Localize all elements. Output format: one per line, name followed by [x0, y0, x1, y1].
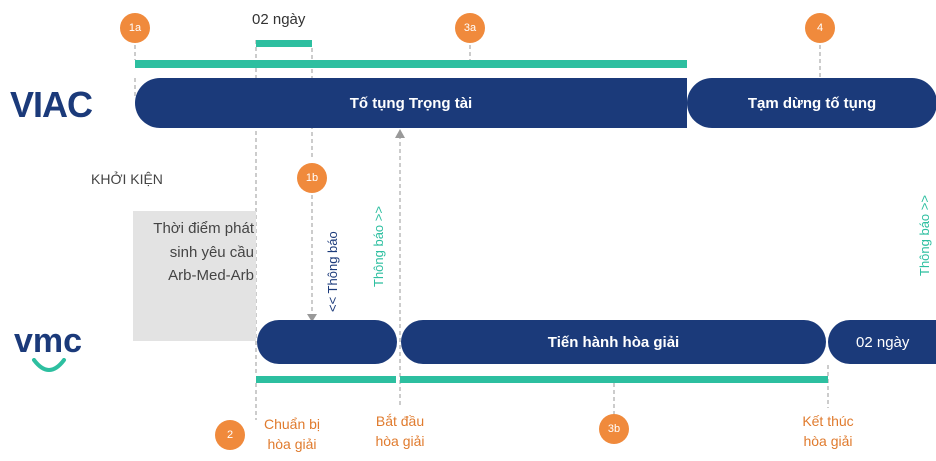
badge-1a: 1a: [120, 13, 150, 43]
vmc-smile-icon: [32, 358, 66, 372]
vmc-mediation-bar: Tiến hành hòa giải: [401, 320, 826, 364]
top-days-label: 02 ngày: [252, 11, 306, 28]
request-time-box: [133, 211, 256, 341]
viac-timeline-bar: [135, 60, 687, 68]
caption-end: Kết thúc hòa giải: [786, 411, 870, 451]
prepare-timeline-bar: [256, 376, 396, 383]
caption-end-line2: hòa giải: [803, 433, 853, 449]
caption-start-line1: Bắt đầu: [375, 413, 425, 429]
badge-1b: 1b: [297, 163, 327, 193]
vmc-days-bar: 02 ngày: [828, 320, 936, 364]
notify-right-label: Thông báo >>: [917, 195, 932, 276]
badge-2: 2: [215, 420, 245, 450]
notify-down-label: << Thông báo: [325, 231, 340, 312]
vmc-prepare-bar: [257, 320, 397, 364]
caption-end-line1: Kết thúc: [802, 413, 854, 429]
notify-up-label: Thông báo >>: [371, 206, 386, 287]
caption-prepare-line2: hòa giải: [267, 436, 317, 452]
caption-prepare: Chuẩn bị hòa giải: [257, 414, 327, 454]
vmc-logo: vmc: [14, 322, 84, 382]
badge-3a: 3a: [455, 13, 485, 43]
caption-prepare-line1: Chuẩn bị: [263, 416, 321, 432]
request-time-text: Thời điểm phát sinh yêu cầu Arb-Med-Arb: [153, 220, 254, 284]
badge-4: 4: [805, 13, 835, 43]
khoi-kien-label: KHỞI KIỆN: [91, 171, 163, 187]
top-days-bar: [256, 40, 312, 47]
caption-start-line2: hòa giải: [375, 433, 425, 449]
mediation-timeline-bar: [400, 376, 828, 383]
viac-litigation-bar: Tố tụng Trọng tài: [135, 78, 687, 128]
vmc-logo-text: vmc: [14, 322, 83, 360]
viac-logo: VIAC: [10, 84, 93, 125]
caption-start: Bắt đầu hòa giải: [363, 411, 437, 451]
viac-suspend-bar: Tạm dừng tố tụng: [687, 78, 936, 128]
badge-3b: 3b: [599, 414, 629, 444]
